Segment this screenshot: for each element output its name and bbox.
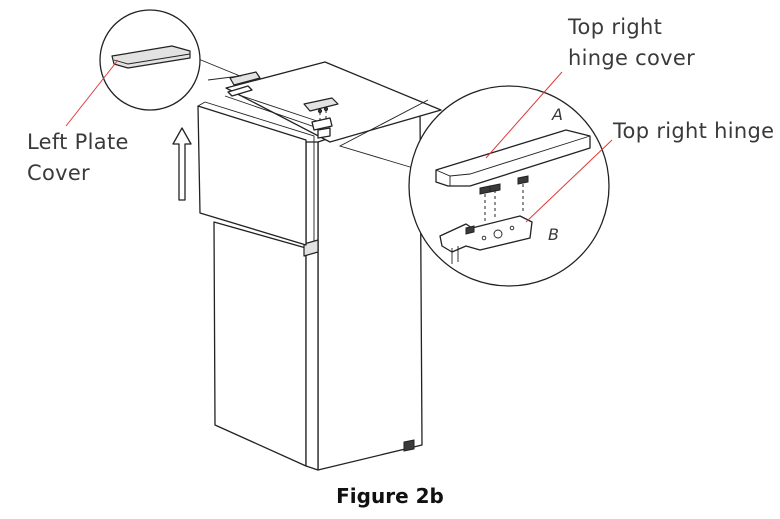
top-right-hinge-cover-label-2: hinge cover bbox=[568, 46, 695, 70]
middle-hinge bbox=[303, 239, 319, 257]
figure-caption: Figure 2b bbox=[336, 484, 444, 508]
door-frame-top bbox=[224, 91, 321, 129]
left-plate-cover-zoom bbox=[111, 45, 191, 69]
fridge-foot bbox=[403, 439, 415, 452]
hinge-plate-b-zoom bbox=[439, 215, 533, 264]
top-right-hinge-label: Top right hinge bbox=[612, 119, 774, 143]
left-callout-pointer bbox=[195, 57, 242, 81]
upper-door-top-trim bbox=[197, 101, 206, 107]
hinge-cover-a-zoom bbox=[435, 129, 591, 187]
upper-door-edge bbox=[204, 101, 315, 241]
lift-arrow bbox=[172, 127, 192, 201]
left-plate-cover-label-1: Left Plate bbox=[27, 130, 129, 154]
part-a-label: A bbox=[551, 105, 563, 124]
right-callout-pointer bbox=[338, 99, 429, 171]
hinge-leader-line bbox=[525, 139, 613, 223]
left-plate-cover-part bbox=[229, 71, 261, 86]
left-plate-cover-label-2: Cover bbox=[27, 161, 90, 185]
fridge-front-edge bbox=[305, 141, 319, 471]
left-detail-callout bbox=[65, 9, 242, 127]
right-detail-circle bbox=[408, 85, 610, 287]
top-right-hinge-cover-label-1: Top right bbox=[567, 15, 662, 39]
upper-door bbox=[197, 105, 307, 246]
top-right-hinge-part bbox=[311, 106, 333, 139]
part-b-label: B bbox=[548, 225, 559, 244]
refrigerator bbox=[172, 61, 442, 471]
hinge-cover-leader-line bbox=[485, 71, 563, 159]
right-detail-callout bbox=[338, 71, 613, 287]
hinge-screws bbox=[479, 175, 529, 222]
lower-door bbox=[213, 221, 307, 467]
left-plate-leader-line bbox=[65, 59, 119, 127]
left-hinge-small bbox=[227, 85, 253, 97]
fridge-side-panel bbox=[317, 107, 423, 471]
top-right-hinge-cover-part bbox=[303, 97, 339, 112]
